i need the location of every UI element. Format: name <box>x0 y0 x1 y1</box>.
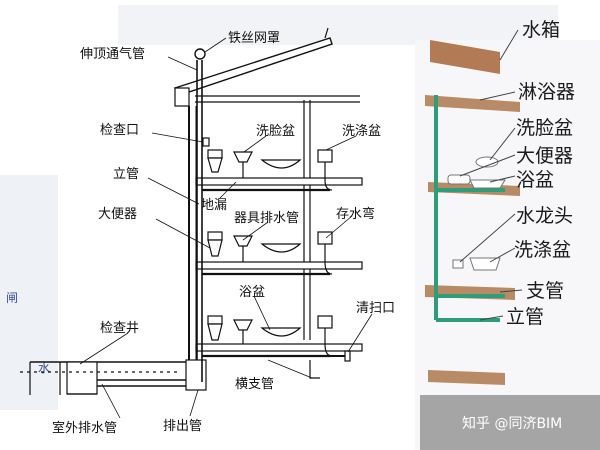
watermark-text: 知乎 @同济BIM <box>462 415 562 432</box>
leader-tank <box>499 29 519 61</box>
inspection-well <box>66 361 98 395</box>
right-faucet-shape <box>452 259 464 269</box>
top-faded-panel <box>118 5 558 45</box>
label-cleanout: 清扫口 <box>356 301 395 316</box>
toilet-tank-2 <box>207 231 223 241</box>
right-label-toilet: 大便器 <box>516 145 573 167</box>
label-floor-drain: 地漏 <box>201 197 227 213</box>
roof-parapet <box>324 27 329 39</box>
toilet-bowl-1 <box>207 323 223 341</box>
right-label-tank: 水箱 <box>522 19 560 41</box>
leader-toilet <box>459 154 516 177</box>
wash-sink-1 <box>317 315 333 329</box>
leader-bathtub <box>489 175 516 183</box>
bathtub-1 <box>260 327 302 337</box>
leader-cleanout <box>347 313 373 353</box>
leader-riser <box>479 315 504 321</box>
label-vent-stack: 伸顶通气管 <box>80 46 145 62</box>
trap-3 <box>324 162 333 191</box>
floor-slab-2 <box>195 261 363 270</box>
leader-trap <box>325 215 353 239</box>
eave-block <box>174 87 190 107</box>
leader-horizontal-branch <box>267 359 313 379</box>
leader-toilet <box>155 218 211 249</box>
washbasin-2 <box>233 235 253 247</box>
right-label-washbasin: 洗脸盆 <box>516 117 573 139</box>
wood-board-5 <box>428 370 505 385</box>
label-bathtub: 浴盆 <box>239 285 265 300</box>
wood-board-top <box>430 40 500 74</box>
trap-2 <box>324 244 333 275</box>
leader-branch <box>499 289 523 293</box>
label-wash-sink: 洗涤盆 <box>342 124 381 139</box>
wood-board-2 <box>425 95 520 112</box>
label-toilet: 大便器 <box>98 207 137 222</box>
right-label-wash-sink: 洗涤盆 <box>514 239 571 261</box>
label-cleanout-port: 检查口 <box>100 123 139 138</box>
right-toilet-shape <box>447 174 471 185</box>
label-fixture-drain: 器具排水管 <box>234 211 299 226</box>
leader-cleanout-port <box>151 132 204 143</box>
cleanout-port-shape <box>202 137 210 147</box>
leader-inspection-well <box>79 332 129 365</box>
floor-slab-1 <box>195 343 363 352</box>
toilet-bowl-3 <box>207 157 223 173</box>
leader-faucet <box>459 213 516 263</box>
leader-washbasin <box>489 127 516 161</box>
toilet-bowl-2 <box>207 239 223 257</box>
right-label-shower: 淋浴器 <box>518 81 575 103</box>
leader-bathtub <box>253 295 271 331</box>
leader-wire-cap <box>204 37 227 53</box>
side-fragment-a: 闸 <box>6 291 18 305</box>
right-label-faucet: 水龙头 <box>516 205 573 227</box>
washbasin-1 <box>233 319 253 331</box>
label-outlet-pipe: 排出管 <box>163 419 202 434</box>
bathtub-2 <box>260 243 302 253</box>
label-trap: 存水弯 <box>336 206 375 222</box>
leader-washbasin <box>243 135 267 153</box>
leader-outdoor-drain <box>101 383 121 419</box>
wash-sink-3 <box>317 149 333 163</box>
left-leaders <box>79 37 373 419</box>
right-bathtub-shape <box>469 179 506 189</box>
right-label-bathtub: 浴盆 <box>516 169 554 191</box>
leader-vent-stack <box>167 56 198 71</box>
inspection-well-walls <box>29 362 61 395</box>
right-sink-shape <box>469 257 501 271</box>
building-section <box>20 27 363 395</box>
foundation-footing <box>185 359 207 391</box>
leader-outlet-pipe <box>189 389 199 417</box>
wash-sink-2 <box>317 231 333 245</box>
floor-slab-3 <box>195 177 363 186</box>
side-fragment-b: 水 <box>38 361 50 375</box>
leader-riser <box>147 177 200 205</box>
leader-wash-sink <box>325 135 357 151</box>
right-illustration <box>425 29 523 385</box>
label-outdoor-drain: 室外排水管 <box>52 420 117 436</box>
left-faded-panel <box>0 175 58 410</box>
toilet-tank-1 <box>207 315 223 325</box>
cleanout-shape <box>344 350 351 362</box>
toilet-tank-3 <box>207 149 223 159</box>
leader-sink <box>489 247 516 263</box>
label-wire-cap: 铁丝网罩 <box>228 31 280 46</box>
bathtub-3 <box>260 159 302 169</box>
watermark-bg <box>420 395 600 450</box>
right-label-riser: 立管 <box>506 306 544 328</box>
washbasin-3 <box>233 151 253 163</box>
wire-cap <box>194 48 206 60</box>
label-inspection-well: 检查井 <box>100 321 139 336</box>
label-riser: 立管 <box>113 167 139 182</box>
label-washbasin: 洗脸盆 <box>256 124 295 139</box>
right-label-branch-pipe: 支管 <box>526 280 564 302</box>
leader-fixture-drain <box>242 221 269 241</box>
label-horizontal-branch: 横支管 <box>235 377 274 392</box>
horizontal-branch-pipe <box>309 360 320 379</box>
leader-shower <box>479 91 516 101</box>
leader-floor-drain <box>219 181 237 199</box>
